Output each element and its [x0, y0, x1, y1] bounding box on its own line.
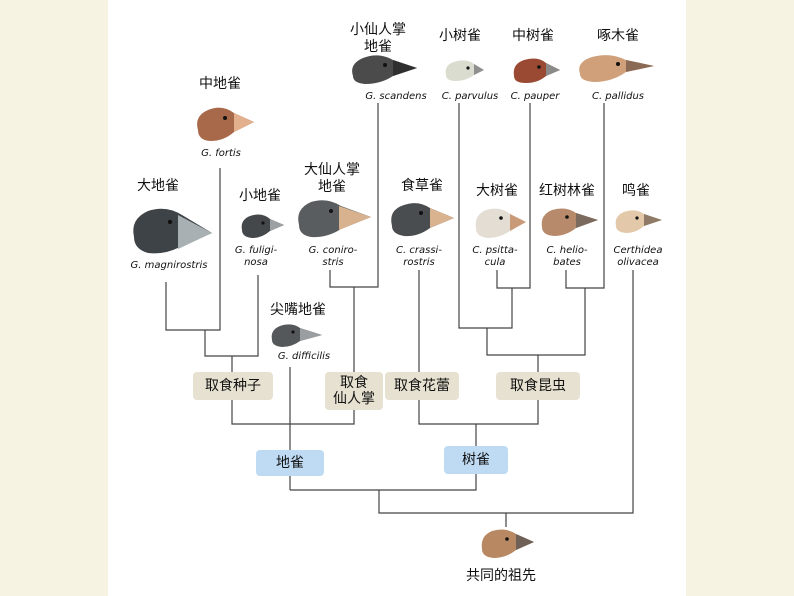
finch-name-g-magnirostris: 大地雀: [137, 178, 179, 194]
finch-name-g-difficilis: 尖嘴地雀: [270, 302, 326, 318]
finch-head-icon: [352, 55, 417, 84]
branch-buds-insects-join: [418, 400, 539, 425]
branch-psittacula-pauper: [496, 103, 531, 289]
finch-name-c-pallidus: 啄木雀: [597, 28, 639, 44]
branch-ground-tree-join: [290, 474, 477, 491]
finch-head-icon: [133, 208, 212, 254]
finch-name-c-parvulus: 小树雀: [439, 28, 481, 44]
finch-head-icon: [579, 55, 654, 82]
branch-parvulus: [458, 103, 513, 329]
finch-head-icon: [197, 107, 254, 141]
diet-box-buds: 取食花蕾: [385, 372, 459, 400]
finch-head-icon: [271, 324, 322, 347]
finch-latin-g-fuliginosa: G. fuligi- nosa: [234, 245, 278, 268]
finch-name-g-conirostris: 大仙人掌 地雀: [304, 162, 360, 195]
finch-head-icon: [513, 58, 560, 83]
branch-magnirostris-fortis: [165, 168, 221, 331]
finch-latin-c-heliobates: C. helio- bates: [546, 245, 588, 268]
finch-head-icon: [475, 208, 526, 238]
finch-name-g-scandens: 小仙人掌 地雀: [350, 22, 406, 55]
finch-latin-c-pauper: C. pauper: [510, 91, 560, 102]
finch-name-c-heliobates: 红树林雀: [539, 183, 595, 199]
finch-latin-c-parvulus: C. parvulus: [441, 91, 499, 102]
finch-latin-c-crassirostris: C. crassi- rostris: [396, 245, 442, 268]
finch-name-c-pauper: 中树雀: [512, 28, 554, 44]
finch-latin-c-pallidus: C. pallidus: [591, 91, 645, 102]
finch-latin-c-psittacula: C. psitta- cula: [472, 245, 518, 268]
finch-name-c-crassirostris: 食草雀: [401, 178, 443, 194]
finch-name-g-fuliginosa: 小地雀: [239, 188, 281, 204]
branch-seeds-cactus-join: [231, 400, 355, 425]
finch-latin-g-difficilis: G. difficilis: [277, 351, 331, 362]
finch-latin-certhidea: Certhidea olivacea: [613, 245, 663, 268]
ancestor-label: 共同的祖先: [466, 568, 536, 584]
finch-latin-g-fortis: G. fortis: [201, 148, 241, 159]
finch-head-icon: [615, 210, 662, 233]
branch-insects-join: [486, 288, 586, 356]
finch-head-icon: [298, 200, 371, 238]
finch-latin-g-scandens: G. scandens: [365, 91, 427, 102]
diet-box-seeds: 取食种子: [193, 372, 273, 400]
finch-head-icon: [445, 60, 484, 81]
finch-head-icon: [481, 529, 534, 558]
habitat-box-tree: 树雀: [444, 446, 508, 474]
habitat-box-ground: 地雀: [256, 450, 324, 476]
branch-fuliginosa: [204, 275, 259, 357]
diet-box-insects: 取食昆虫: [496, 372, 580, 400]
finch-latin-g-magnirostris: G. magnirostris: [130, 260, 208, 271]
diet-box-cactus: 取食 仙人掌: [325, 372, 383, 410]
finch-head-icon: [391, 203, 454, 237]
diagram-panel: [108, 0, 686, 596]
finch-latin-g-conirostris: G. coniro- stris: [308, 245, 358, 268]
finch-head-icon: [241, 214, 284, 238]
finch-name-certhidea: 鸣雀: [622, 183, 650, 199]
finch-name-c-psittacula: 大树雀: [476, 183, 518, 199]
finch-head-icon: [541, 208, 598, 236]
finch-name-g-fortis: 中地雀: [199, 76, 241, 92]
